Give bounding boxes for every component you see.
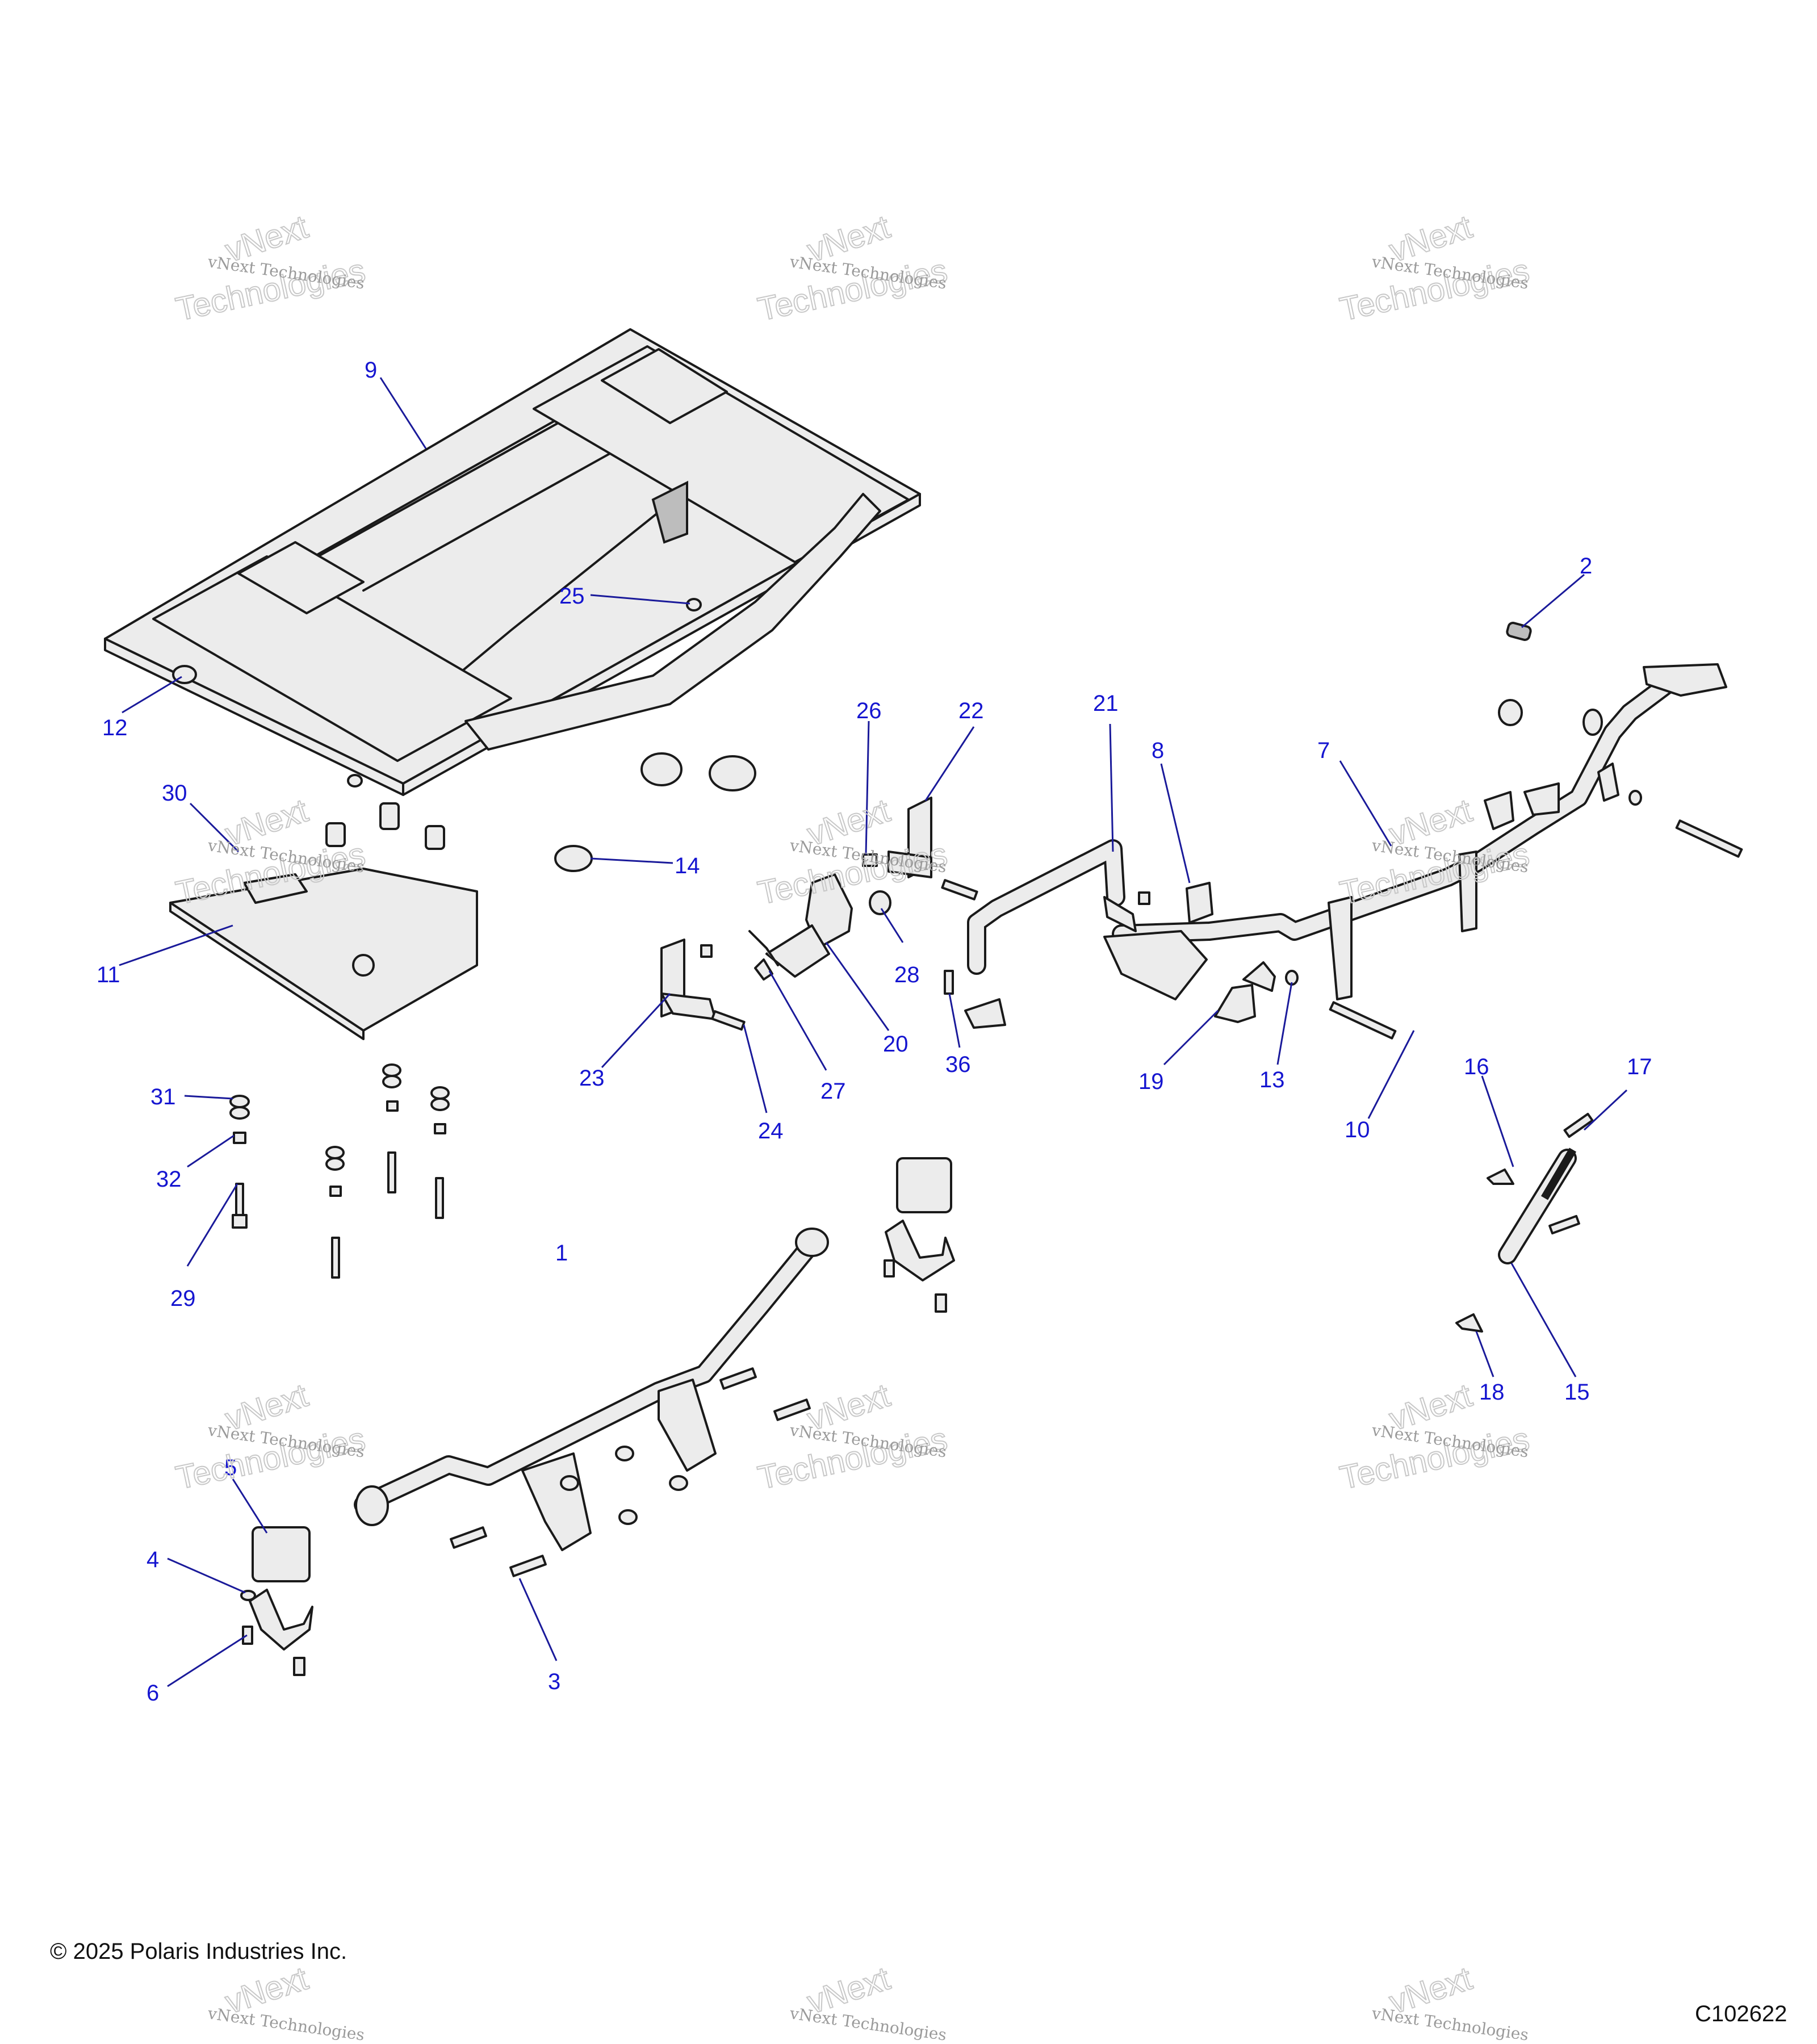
- callout-2: 2: [1580, 554, 1592, 579]
- callout-16: 16: [1464, 1054, 1489, 1079]
- svg-text:vNext Technologies: vNext Technologies: [788, 2004, 948, 2044]
- callout-26: 26: [856, 698, 882, 723]
- callout-32: 32: [156, 1167, 182, 1192]
- callout-21: 21: [1093, 691, 1119, 716]
- callout-11: 11: [97, 962, 120, 987]
- gas-strut-part: [1455, 1112, 1594, 1333]
- watermark: vNext Technologies vNext Technologies: [754, 1376, 951, 1497]
- svg-text:vNext Technologies: vNext Technologies: [1370, 2004, 1530, 2044]
- callout-20: 20: [883, 1032, 909, 1057]
- callout-29: 29: [170, 1286, 196, 1311]
- callout-labels: 1 2 3 4 5 6 7 8 9 10 11 12 13 14 15 16 1…: [97, 358, 1652, 1706]
- callout-10: 10: [1345, 1117, 1370, 1142]
- callout-30: 30: [162, 781, 187, 806]
- callout-8: 8: [1152, 738, 1164, 763]
- hardware-cluster: [229, 1063, 450, 1279]
- watermark: vNext Technologies vNext Technologies: [172, 1376, 369, 1497]
- callout-23: 23: [579, 1066, 605, 1091]
- release-rod-part: [1103, 663, 1727, 1000]
- callout-15: 15: [1564, 1380, 1590, 1405]
- watermark: vNext vNext Technologies: [206, 1959, 366, 2044]
- callout-28: 28: [894, 962, 920, 987]
- spacers-part: [325, 752, 756, 850]
- drawing-id: C102622: [1695, 2001, 1787, 2026]
- copyright-notice: © 2025 Polaris Industries Inc.: [50, 1939, 348, 1964]
- callout-17: 17: [1627, 1054, 1652, 1079]
- callout-4: 4: [146, 1547, 159, 1572]
- spring-part-2: [1506, 622, 1532, 641]
- rod-clips: [1186, 699, 1642, 1023]
- callout-6: 6: [146, 1681, 159, 1706]
- svg-text:vNext Technologies: vNext Technologies: [206, 2004, 366, 2044]
- callout-24: 24: [758, 1119, 784, 1144]
- watermark: vNext vNext Technologies: [788, 1959, 948, 2044]
- bumper-part-25: [686, 598, 702, 611]
- bolts-part-3: [450, 1367, 811, 1577]
- callout-19: 19: [1138, 1069, 1164, 1094]
- watermark: vNext Technologies vNext Technologies: [754, 208, 951, 329]
- callout-27: 27: [820, 1079, 846, 1104]
- callout-7: 7: [1317, 738, 1330, 763]
- callout-14: 14: [675, 853, 700, 878]
- callout-36: 36: [945, 1052, 971, 1077]
- watermark: vNext Technologies vNext Technologies: [1336, 208, 1533, 329]
- cross-tube-part: [354, 1228, 829, 1551]
- callout-22: 22: [958, 698, 984, 723]
- callout-5: 5: [224, 1455, 237, 1480]
- bushing-clamp-left: [240, 1526, 313, 1676]
- callout-13: 13: [1259, 1067, 1285, 1092]
- leader-lines: [119, 377, 1628, 1687]
- callout-12: 12: [102, 715, 128, 740]
- callout-1: 1: [555, 1241, 568, 1266]
- callout-25: 25: [559, 584, 585, 609]
- pins-part-10: [1329, 819, 1743, 1040]
- watermark: vNext vNext Technologies: [1370, 1959, 1530, 2044]
- callout-18: 18: [1479, 1380, 1505, 1405]
- grommet-part-14: [554, 845, 593, 872]
- bed-frame-part: [104, 328, 921, 796]
- watermark: vNext Technologies vNext Technologies: [172, 208, 369, 329]
- callout-31: 31: [150, 1084, 176, 1109]
- latch-rod-part: [964, 839, 1150, 1029]
- callout-3: 3: [548, 1669, 560, 1694]
- bushing-clamp-right: [884, 1157, 955, 1313]
- callout-9: 9: [365, 358, 377, 383]
- skid-plate-part: [169, 868, 478, 1040]
